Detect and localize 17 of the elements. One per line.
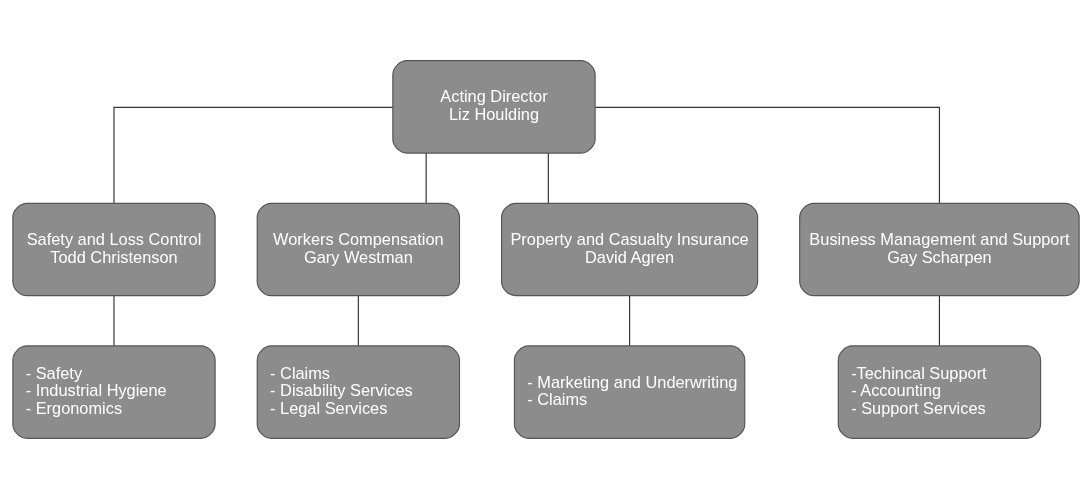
node-box: - Claims - Disability Services - Legal Services — [256, 345, 461, 439]
connector — [113, 106, 394, 204]
node-box: - Marketing and Underwriting - Claims — [513, 345, 746, 439]
node-box: Safety and Loss Control Todd Christenson — [12, 202, 216, 297]
connector — [629, 295, 631, 347]
node-box: -Techincal Support - Accounting - Support Services — [837, 345, 1042, 439]
connector — [938, 295, 940, 347]
node-box: Acting Director Liz Houlding — [392, 60, 596, 154]
connector — [113, 295, 115, 347]
connector — [547, 152, 549, 204]
node-box: - Safety - Industrial Hygiene - Ergonomics — [12, 345, 216, 439]
node-box: Business Management and Support Gay Scharpen — [799, 202, 1080, 297]
connector — [595, 106, 940, 204]
connector — [425, 152, 427, 204]
node-box: Property and Casualty Insurance David Agren — [501, 202, 759, 297]
connector — [357, 295, 359, 347]
node-box: Workers Compensation Gary Westman — [256, 202, 461, 297]
